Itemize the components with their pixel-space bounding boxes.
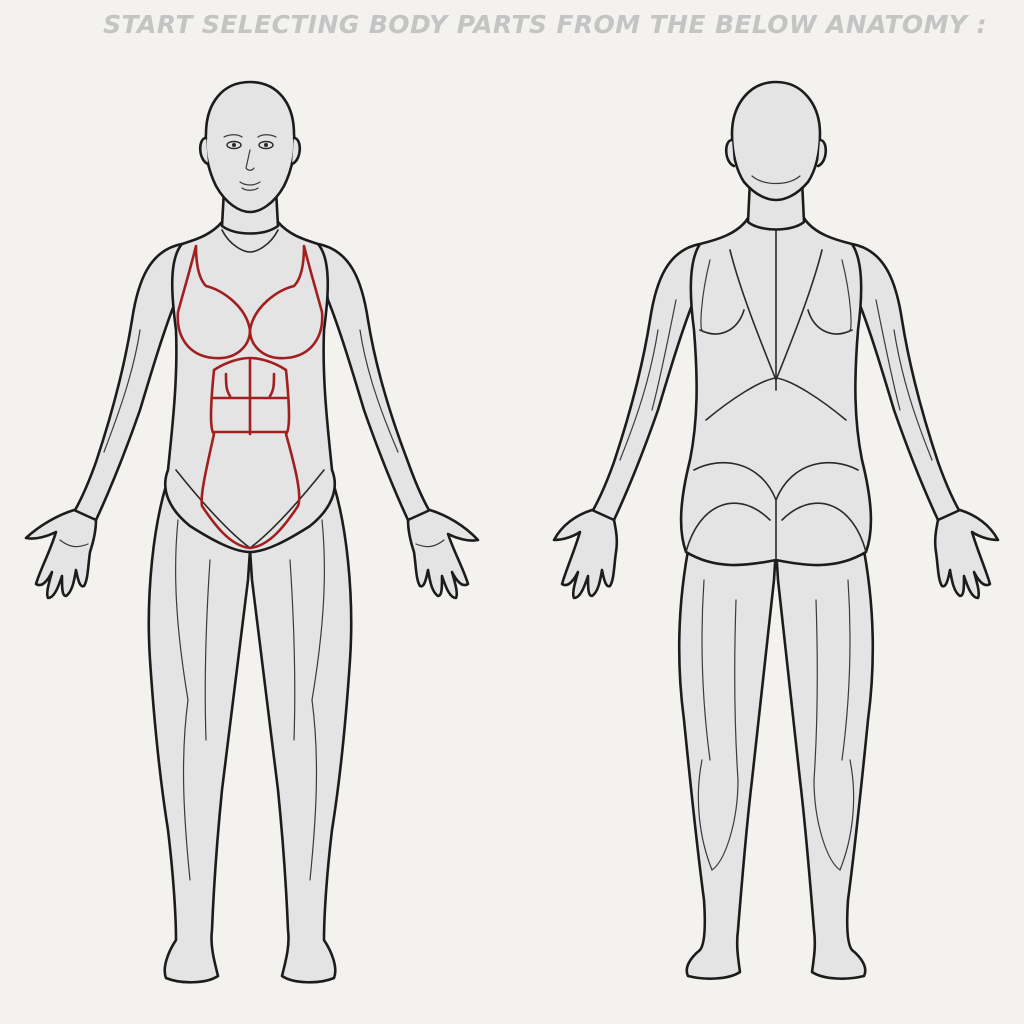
back-right-arm[interactable] [850,242,962,522]
front-left-arm[interactable] [316,242,432,522]
front-chest-selected[interactable] [176,244,324,360]
front-body-view [24,80,480,984]
front-right-arm[interactable] [72,242,184,522]
back-left-arm[interactable] [590,242,702,522]
front-right-hand[interactable] [24,508,98,600]
back-left-leg[interactable] [677,538,778,980]
instruction-text: START SELECTING BODY PARTS FROM THE BELO… [103,10,987,39]
front-head[interactable] [198,80,302,235]
front-left-leg[interactable] [248,466,353,984]
front-right-leg[interactable] [147,466,252,984]
back-head[interactable] [724,80,828,231]
back-right-leg[interactable] [774,538,875,980]
front-abdomen-selected[interactable] [200,356,301,550]
back-left-hand[interactable] [552,508,619,600]
front-left-hand[interactable] [406,508,480,600]
back-right-hand[interactable] [933,508,1000,600]
back-body-view [552,80,1000,980]
